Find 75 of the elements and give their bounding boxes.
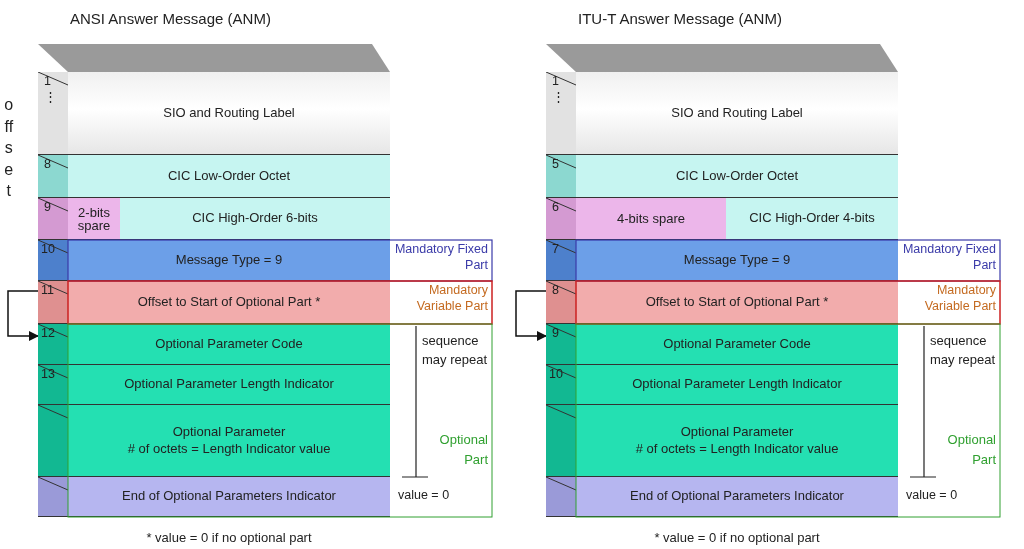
panel-title: ITU-T Answer Message (ANM) <box>578 10 782 27</box>
offset-number: ⋮ <box>552 90 565 105</box>
field-label: Optional Parameter Length Indicator <box>124 376 334 393</box>
panel-title: ANSI Answer Message (ANM) <box>70 10 271 27</box>
offset-number: 9 <box>44 200 51 215</box>
field-row <box>38 365 390 405</box>
field-row <box>120 198 390 240</box>
field-label: # of octets = Length Indicator value <box>127 440 331 457</box>
offset-number: ⋮ <box>44 90 57 105</box>
field-row <box>38 405 390 477</box>
offset-number: 13 <box>41 367 55 382</box>
offset-number: 1 <box>44 74 51 89</box>
field-label: End of Optional Parameters Indicator <box>122 488 336 505</box>
field-row <box>38 198 120 240</box>
field-row <box>38 477 390 517</box>
loop-arrow <box>7 290 39 341</box>
part-label: Optional Part <box>438 431 488 469</box>
field-label: Optional Parameter <box>680 424 794 441</box>
note-text: sequence may repeat <box>930 332 997 369</box>
footnote: * value = 0 if no optional part <box>145 530 313 546</box>
field-row <box>38 324 390 365</box>
field-label: CIC Low-Order Octet <box>167 167 291 185</box>
part-label: Mandatory Fixed Part <box>901 241 996 274</box>
header-field <box>546 72 898 155</box>
offset-number: 9 <box>552 326 559 341</box>
field-label: SIO and Routing Label <box>671 104 803 122</box>
offset-number: 5 <box>552 157 559 172</box>
offset-number: 1 <box>552 74 559 89</box>
field-label: 2-bits spare <box>76 205 112 232</box>
offset-number: 10 <box>549 367 563 382</box>
field-row <box>546 324 898 365</box>
field-label: CIC High-Order 4-bits <box>749 210 875 227</box>
loop-arrow <box>515 290 547 341</box>
field-row <box>726 198 898 240</box>
part-label: value = 0 <box>906 487 959 504</box>
field-label: Message Type = 9 <box>683 251 791 269</box>
part-label: Mandatory Variable Part <box>923 282 996 315</box>
field-row <box>38 155 390 198</box>
note-text: sequence may repeat <box>422 332 489 369</box>
field-label: 4-bits spare <box>617 212 685 225</box>
field-label: Optional Parameter Code <box>663 335 811 353</box>
field-row <box>546 477 898 517</box>
offset-number: 7 <box>552 242 559 257</box>
footnote: * value = 0 if no optional part <box>653 530 821 546</box>
header-field <box>38 72 390 155</box>
field-row <box>546 365 898 405</box>
field-row <box>546 198 726 240</box>
field-label: Optional Parameter Code <box>155 335 303 353</box>
vertical-axis-label: offset <box>4 95 14 202</box>
offset-number: 8 <box>44 157 51 172</box>
field-row <box>546 281 898 324</box>
field-label: Message Type = 9 <box>175 251 283 269</box>
field-label: End of Optional Parameters Indicator <box>630 488 844 505</box>
field-label: CIC High-Order 6-bits <box>192 210 318 227</box>
field-label: CIC Low-Order Octet <box>675 167 799 185</box>
offset-number: 12 <box>41 326 55 341</box>
field-label: # of octets = Length Indicator value <box>635 440 839 457</box>
field-row <box>38 240 390 281</box>
part-label: Mandatory Variable Part <box>415 282 488 315</box>
offset-number: 8 <box>552 283 559 298</box>
part-label: Optional Part <box>946 431 996 469</box>
field-row <box>38 281 390 324</box>
part-label: Mandatory Fixed Part <box>393 241 488 274</box>
field-row <box>546 240 898 281</box>
field-label: Offset to Start of Optional Part * <box>137 293 321 311</box>
field-label: SIO and Routing Label <box>163 104 295 122</box>
field-label: Optional Parameter <box>172 424 286 441</box>
field-label: Optional Parameter Length Indicator <box>632 376 842 393</box>
field-row <box>546 155 898 198</box>
offset-number: 6 <box>552 200 559 215</box>
field-label: Offset to Start of Optional Part * <box>645 293 829 311</box>
offset-number: 10 <box>41 242 55 257</box>
field-row <box>546 405 898 477</box>
offset-number: 11 <box>41 283 54 298</box>
part-label: value = 0 <box>398 487 451 504</box>
